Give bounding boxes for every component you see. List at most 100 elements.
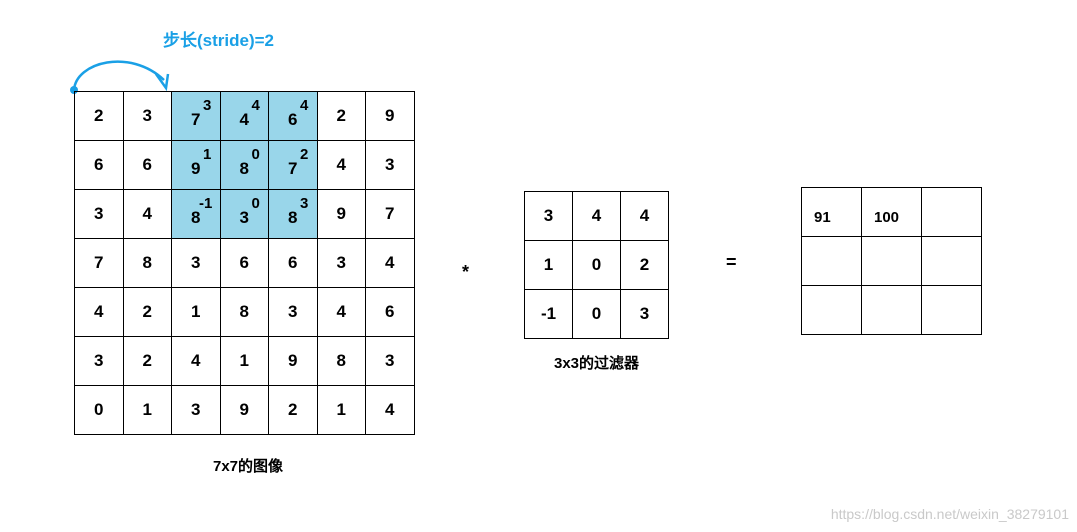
- image-cell: 4: [316, 287, 366, 337]
- image-cell: 9: [365, 91, 415, 141]
- image-cell-value: 8: [191, 208, 201, 227]
- image-cell: 3: [74, 336, 124, 386]
- filter-cell: 4: [620, 191, 669, 241]
- filter-cell: 3: [620, 289, 669, 339]
- image-cell: 4: [316, 140, 366, 190]
- output-cell: [801, 236, 862, 286]
- image-cell-value: 6: [288, 110, 298, 129]
- image-cell: 6: [268, 238, 318, 288]
- image-cell: 3: [316, 238, 366, 288]
- multiply-operator: *: [462, 262, 470, 282]
- image-cell: 6: [74, 140, 124, 190]
- image-cell: 7: [365, 189, 415, 239]
- output-cell: [921, 285, 982, 335]
- filter-cell: 1: [524, 240, 573, 290]
- image-cell: 1: [316, 385, 366, 435]
- filter-weight-superscript: 1: [203, 146, 212, 163]
- filter-weight-superscript: 3: [300, 195, 309, 212]
- image-cell: 2: [122, 336, 172, 386]
- image-cell: 4: [365, 385, 415, 435]
- output-cell: [861, 236, 922, 286]
- image-cell-value: 7: [191, 110, 201, 129]
- equals-operator: =: [726, 252, 737, 272]
- output-row: [801, 285, 982, 335]
- watermark: https://blog.csdn.net/weixin_38279101: [830, 506, 1069, 522]
- image-cell: 1: [219, 336, 269, 386]
- filter-cell: 0: [572, 289, 621, 339]
- image-cell: 0: [74, 385, 124, 435]
- output-row: [801, 236, 982, 286]
- image-cell: 4: [122, 189, 172, 239]
- image-cell: 6: [365, 287, 415, 337]
- image-cell-value: 7: [288, 159, 298, 178]
- image-cell: 1: [122, 385, 172, 435]
- image-cell: 3: [268, 287, 318, 337]
- image-cell: 8-1: [171, 189, 221, 239]
- output-cell: [861, 285, 922, 335]
- output-grid: 91 100: [801, 187, 982, 335]
- image-cell: 9: [316, 189, 366, 239]
- image-cell: 2: [268, 385, 318, 435]
- output-cell-value: 100: [874, 209, 900, 226]
- output-cell: [921, 236, 982, 286]
- image-cell: 2: [122, 287, 172, 337]
- image-cell-value: 8: [239, 159, 249, 178]
- image-cell: 6: [219, 238, 269, 288]
- image-cell: 3: [171, 385, 221, 435]
- image-cell: 3: [365, 336, 415, 386]
- image-cell-value: 3: [239, 208, 249, 227]
- image-cell: 2: [74, 91, 124, 141]
- output-cell: 91: [801, 187, 862, 237]
- image-cell: 8: [219, 287, 269, 337]
- image-cell: 8: [316, 336, 366, 386]
- image-cell: 7: [74, 238, 124, 288]
- stride-title: 步长(stride)=2: [163, 31, 274, 50]
- image-cell: 4: [74, 287, 124, 337]
- filter-caption: 3x3的过滤器: [554, 355, 640, 372]
- image-cell: 3: [171, 238, 221, 288]
- output-cell: 100: [861, 187, 922, 237]
- image-cell: 3: [122, 91, 172, 141]
- output-cell: [921, 187, 982, 237]
- image-cell-value: 9: [191, 159, 201, 178]
- image-cell: 6: [122, 140, 172, 190]
- image-cell: 4: [365, 238, 415, 288]
- output-row: 91 100: [801, 187, 982, 237]
- filter-weight-superscript: -1: [199, 195, 213, 212]
- image-cell: 9: [268, 336, 318, 386]
- filter-weight-superscript: 4: [251, 97, 260, 114]
- filter-weight-superscript: 0: [251, 195, 260, 212]
- image-cell-value: 4: [239, 110, 249, 129]
- filter-weight-superscript: 2: [300, 146, 309, 163]
- filter-cell: 2: [620, 240, 669, 290]
- filter-cell: 4: [572, 191, 621, 241]
- image-caption: 7x7的图像: [213, 458, 284, 475]
- filter-cell: -1: [524, 289, 573, 339]
- filter-weight-superscript: 3: [203, 97, 212, 114]
- output-cell: [801, 285, 862, 335]
- image-cell: 3: [74, 189, 124, 239]
- image-cell: 2: [316, 91, 366, 141]
- image-cell: 3: [365, 140, 415, 190]
- filter-weight-superscript: 0: [251, 146, 260, 163]
- output-cell-value: 91: [814, 209, 831, 226]
- filter-cell: 3: [524, 191, 573, 241]
- filter-cell: 0: [572, 240, 621, 290]
